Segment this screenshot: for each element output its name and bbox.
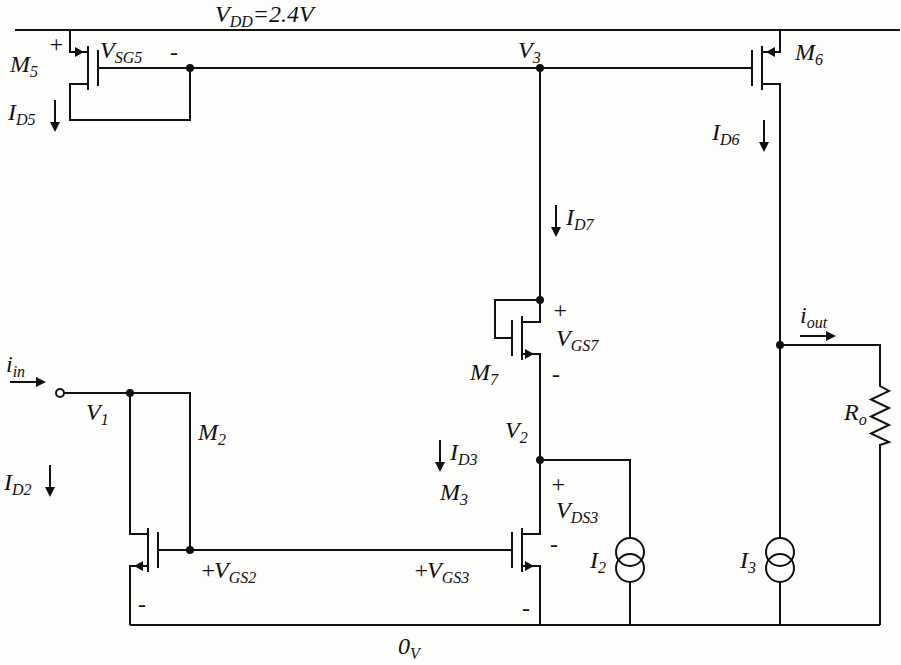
voltage-label: VSG5 [100, 38, 142, 66]
voltage-label: VDS3 [556, 498, 598, 526]
mos-arrow [766, 47, 775, 57]
node-voltage: V2 [505, 418, 528, 446]
current-label: ID5 [8, 100, 36, 128]
wire [130, 566, 148, 625]
voltage-label: VGS3 [427, 558, 469, 586]
current-source-symbol [766, 554, 794, 582]
current-arrowhead [50, 122, 60, 132]
wire [780, 345, 880, 380]
junction-dot [126, 389, 134, 397]
current-arrowhead [826, 331, 836, 341]
polarity-sign: - [170, 40, 178, 64]
current-arrow [800, 335, 830, 337]
junction-dot [536, 296, 544, 304]
polarity-sign: + [413, 558, 429, 582]
transistor-name: M7 [470, 360, 498, 388]
wire [157, 532, 159, 568]
input-terminal [56, 389, 64, 397]
polarity-sign: - [550, 532, 558, 556]
wire [879, 450, 881, 625]
mos-arrow [525, 349, 534, 359]
polarity-sign: + [48, 32, 64, 56]
wire [495, 300, 540, 338]
current-arrowhead [435, 462, 445, 472]
current-arrowhead [551, 227, 561, 237]
polarity-sign: - [552, 362, 560, 386]
current-label: ID7 [566, 205, 594, 233]
supply-label: VDD=2.4V [215, 2, 314, 30]
wire [15, 29, 900, 31]
wire [629, 582, 631, 625]
transistor-name: M5 [10, 52, 38, 80]
signal-name: iout [800, 303, 827, 331]
wire [130, 624, 880, 626]
mos-arrow [134, 561, 143, 571]
current-arrowhead [45, 487, 55, 497]
wire [522, 566, 540, 625]
current-source-symbol [616, 554, 644, 582]
current-label: ID3 [450, 440, 478, 468]
current-arrow [10, 381, 40, 383]
wire [779, 582, 781, 625]
mos-arrow [525, 561, 534, 571]
current-arrowhead [36, 377, 46, 387]
polarity-sign: + [552, 298, 568, 322]
wire-group [15, 30, 900, 625]
transistor-name: M2 [198, 420, 226, 448]
node-voltage: V1 [86, 400, 109, 428]
polarity-sign: - [138, 592, 146, 616]
wire [98, 67, 752, 69]
current-source-symbol [616, 538, 644, 566]
wire [761, 46, 763, 90]
wire [64, 393, 148, 534]
wire [522, 68, 540, 322]
wire [70, 30, 88, 52]
signal-name: iin [6, 352, 25, 380]
polarity-sign: + [200, 558, 216, 582]
mos-arrow [75, 47, 84, 57]
transistor-name: M3 [440, 480, 468, 508]
junction-dot [186, 546, 194, 554]
junction-dot [776, 341, 784, 349]
node-voltage: V3 [518, 38, 541, 66]
wire [751, 50, 753, 86]
current-arrowhead [759, 142, 769, 152]
transistor-name: M6 [795, 40, 823, 68]
voltage-label: VGS7 [556, 326, 598, 354]
junction-dot [536, 456, 544, 464]
polarity-sign: + [550, 472, 566, 496]
current-label: ID2 [4, 470, 32, 498]
current-source-symbol [766, 538, 794, 566]
wire [130, 393, 190, 550]
resistor-name: Ro [844, 400, 867, 428]
wire [97, 50, 99, 86]
ground-label: 0V [398, 634, 420, 662]
junction-dot [186, 64, 194, 72]
wire [158, 549, 512, 551]
polarity-sign: - [522, 596, 530, 620]
wire [762, 30, 780, 52]
voltage-label: VGS2 [214, 558, 256, 586]
wire [540, 460, 630, 538]
resistor-symbol [871, 380, 889, 450]
wire [87, 46, 89, 90]
current-source-name: I3 [740, 548, 756, 576]
current-source-name: I2 [590, 548, 606, 576]
wire [762, 84, 780, 538]
current-label: ID6 [712, 120, 740, 148]
